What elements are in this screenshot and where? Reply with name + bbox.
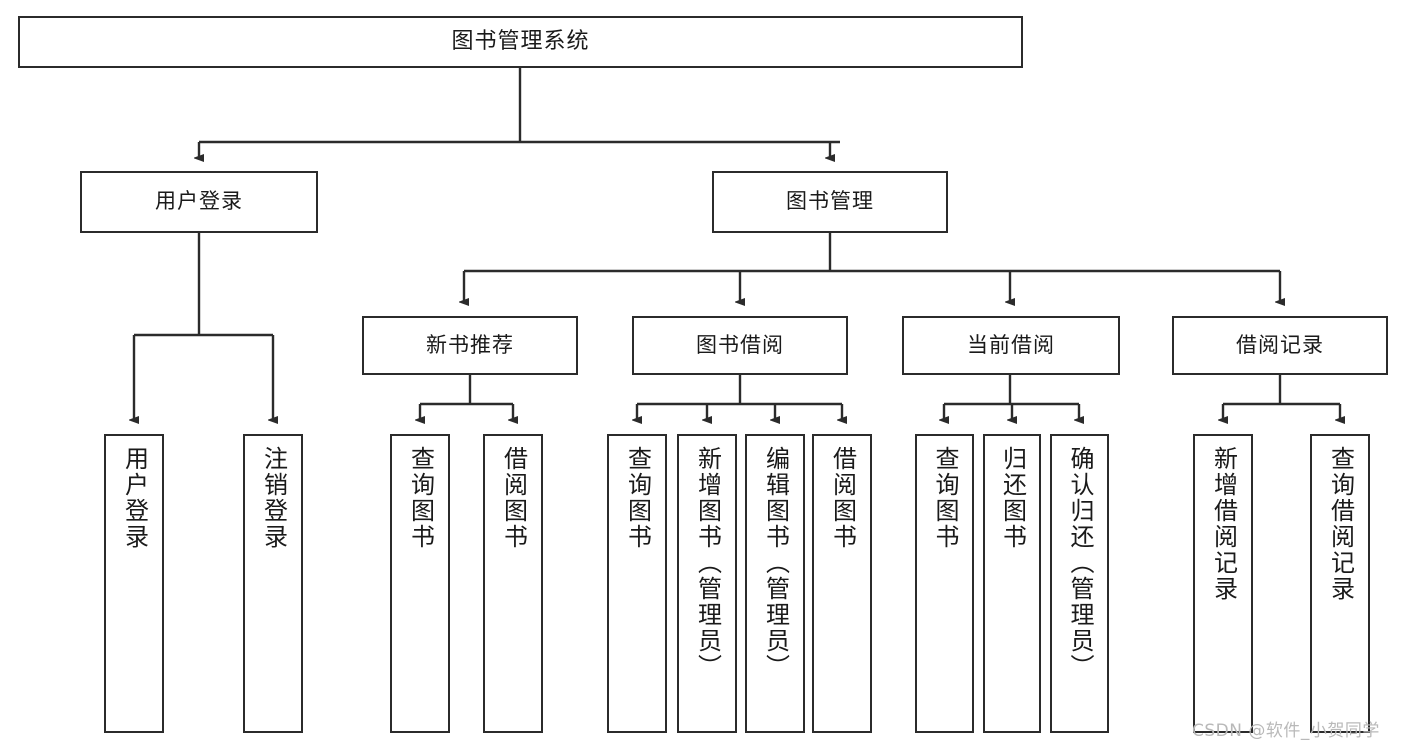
leaf-add-borrow-record-label: 新增借阅记录 [1209,446,1238,602]
node-book-borrow-label: 图书借阅 [696,332,784,357]
leaf-edit-book-admin-label: 编辑图书（管理员） [761,446,790,680]
node-new-book-recommend[interactable]: 新书推荐 [362,316,578,375]
watermark: CSDN @软件_小贺同学 [1192,721,1380,741]
node-borrow-record[interactable]: 借阅记录 [1172,316,1388,375]
node-user-login[interactable]: 用户登录 [80,171,318,233]
node-user-login-label: 用户登录 [155,189,243,214]
node-book-management[interactable]: 图书管理 [712,171,948,233]
node-book-management-label: 图书管理 [786,189,874,214]
leaf-add-borrow-record[interactable]: 新增借阅记录 [1193,434,1253,733]
leaf-confirm-return-admin-label: 确认归还（管理员） [1065,446,1094,680]
leaf-search-book-newbook[interactable]: 查询图书 [390,434,450,733]
leaf-logout[interactable]: 注销登录 [243,434,303,733]
node-root-label: 图书管理系统 [451,28,590,54]
leaf-return-book-label: 归还图书 [998,446,1027,550]
leaf-confirm-return-admin[interactable]: 确认归还（管理员） [1050,434,1109,733]
node-borrow-record-label: 借阅记录 [1236,332,1324,357]
node-book-borrow[interactable]: 图书借阅 [632,316,848,375]
node-current-borrow[interactable]: 当前借阅 [902,316,1120,375]
leaf-search-book-current-label: 查询图书 [930,446,959,550]
leaf-search-borrow-record[interactable]: 查询借阅记录 [1310,434,1370,733]
leaf-borrow-book-newbook[interactable]: 借阅图书 [483,434,543,733]
leaf-search-borrow-record-label: 查询借阅记录 [1326,446,1355,602]
leaf-add-book-admin-label: 新增图书（管理员） [693,446,722,680]
node-new-book-recommend-label: 新书推荐 [426,332,514,357]
leaf-search-book-borrow-label: 查询图书 [623,446,652,550]
leaf-borrow-book[interactable]: 借阅图书 [812,434,872,733]
leaf-add-book-admin[interactable]: 新增图书（管理员） [677,434,737,733]
leaf-search-book-current[interactable]: 查询图书 [915,434,974,733]
leaf-edit-book-admin[interactable]: 编辑图书（管理员） [745,434,805,733]
node-current-borrow-label: 当前借阅 [967,332,1055,357]
node-root[interactable]: 图书管理系统 [18,16,1023,68]
leaf-user-login-label: 用户登录 [120,446,149,550]
leaf-user-login[interactable]: 用户登录 [104,434,164,733]
leaf-borrow-book-label: 借阅图书 [828,446,857,550]
leaf-search-book-borrow[interactable]: 查询图书 [607,434,667,733]
leaf-logout-label: 注销登录 [259,446,288,550]
leaf-search-book-newbook-label: 查询图书 [406,446,435,550]
leaf-borrow-book-newbook-label: 借阅图书 [499,446,528,550]
leaf-return-book[interactable]: 归还图书 [983,434,1041,733]
